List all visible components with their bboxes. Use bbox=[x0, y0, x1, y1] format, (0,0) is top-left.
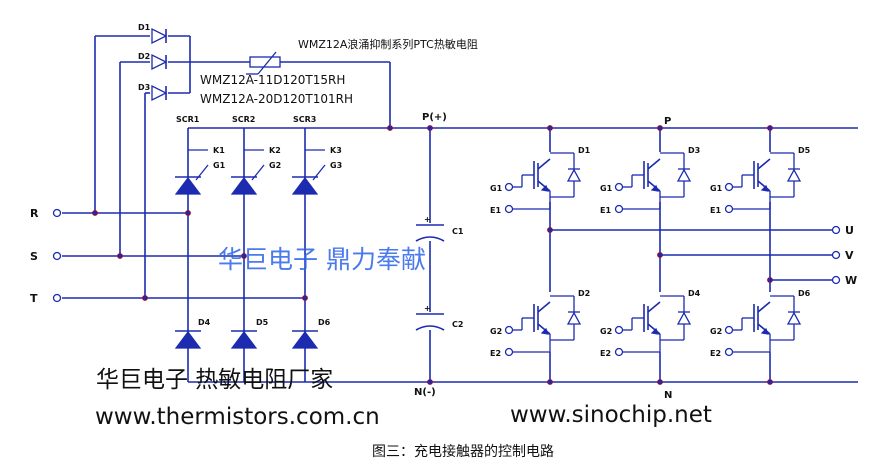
capacitor-c2: + C2 bbox=[415, 304, 463, 331]
rectifier-diode-label: D4 bbox=[198, 318, 211, 327]
input-diode-label: D3 bbox=[138, 83, 150, 92]
dc-link: P(+) N(-) bbox=[414, 112, 447, 398]
phase-label-s: S bbox=[30, 250, 38, 263]
rectifier-diode-label: D6 bbox=[318, 318, 331, 327]
watermark-text: 华巨电子 鼎力奉献 bbox=[218, 245, 426, 274]
input-diode-d2: D2 bbox=[138, 52, 168, 71]
precharge-branch bbox=[94, 35, 391, 298]
input-diode-label: D2 bbox=[138, 52, 150, 61]
emitter-label: E1 bbox=[600, 206, 611, 215]
k-label: K2 bbox=[269, 146, 281, 155]
svg-text:+: + bbox=[424, 304, 431, 313]
emitter-label: E1 bbox=[710, 206, 721, 215]
capacitor-label: C2 bbox=[452, 320, 463, 329]
rectifier-diode-label: D5 bbox=[256, 318, 269, 327]
antiparallel-diode-label: D1 bbox=[578, 146, 591, 155]
antiparallel-diode-label: D6 bbox=[798, 289, 811, 298]
k-label: K1 bbox=[213, 146, 225, 155]
emitter-label: E1 bbox=[490, 206, 501, 215]
phase-terminals: R S T bbox=[30, 207, 62, 305]
capacitor-c1: + C1 bbox=[415, 215, 464, 242]
antiparallel-diode-label: D2 bbox=[578, 289, 590, 298]
gate-label: G2 bbox=[600, 327, 612, 336]
scr-label: SCR2 bbox=[232, 115, 255, 124]
emitter-label: E2 bbox=[600, 349, 611, 358]
bus-positive-label: P(+) bbox=[422, 112, 447, 123]
output-label-v: V bbox=[845, 249, 854, 262]
g-label: G1 bbox=[213, 161, 226, 170]
input-diode-label: D1 bbox=[138, 23, 151, 32]
scr-1: SCR1 K1 G1 bbox=[174, 115, 226, 195]
footer-url-thermistors: www.thermistors.com.cn bbox=[95, 404, 380, 430]
rectifier-diode-d4: D4 bbox=[174, 318, 211, 349]
ptc-series-title: WMZ12A浪涌抑制系列PTC热敏电阻 bbox=[298, 38, 478, 51]
scr-2: SCR2 K2 G2 bbox=[230, 115, 281, 195]
rectifier-diode-d6: D6 bbox=[291, 318, 331, 349]
scr-label: SCR1 bbox=[176, 115, 200, 124]
k-label: K3 bbox=[330, 146, 342, 155]
gate-label: G2 bbox=[710, 327, 722, 336]
emitter-label: E2 bbox=[490, 349, 501, 358]
gate-label: G2 bbox=[490, 327, 502, 336]
gate-label: G1 bbox=[490, 184, 503, 193]
g-label: G2 bbox=[269, 161, 281, 170]
footer-url-sinochip: www.sinochip.net bbox=[510, 402, 712, 428]
bus-negative-label: N(-) bbox=[414, 387, 436, 398]
g-label: G3 bbox=[330, 161, 342, 170]
phase-label-r: R bbox=[30, 207, 39, 220]
inverter-p-label: P bbox=[664, 116, 671, 127]
output-label-u: U bbox=[845, 224, 854, 237]
scr-3: SCR3 K3 G3 bbox=[291, 115, 342, 195]
antiparallel-diode-label: D5 bbox=[798, 146, 811, 155]
input-diode-d3: D3 bbox=[138, 83, 168, 102]
rectifier-diode-d5: D5 bbox=[230, 318, 269, 349]
inverter-labels: P N bbox=[664, 116, 672, 401]
ptc-model-1: WMZ12A-11D120T15RH bbox=[200, 73, 345, 87]
antiparallel-diode-label: D3 bbox=[688, 146, 700, 155]
input-diode-d1: D1 bbox=[138, 23, 168, 45]
scr-label: SCR3 bbox=[293, 115, 316, 124]
rectifier-junctions bbox=[92, 125, 433, 385]
phase-label-t: T bbox=[30, 292, 38, 305]
figure-caption: 图三：充电接触器的控制电路 bbox=[372, 444, 554, 460]
ac-input-lines bbox=[62, 212, 305, 299]
ptc-thermistor: WMZ12A-11D120T15RH WMZ12A-20D120T101RH bbox=[200, 51, 353, 106]
inverter-n-label: N bbox=[664, 390, 672, 401]
ptc-model-2: WMZ12A-20D120T101RH bbox=[200, 92, 353, 106]
output-label-w: W bbox=[845, 274, 857, 287]
inverter-outputs: U V W bbox=[550, 224, 857, 287]
footer-company: 华巨电子 热敏电阻厂家 bbox=[96, 367, 334, 393]
svg-text:+: + bbox=[424, 215, 431, 224]
emitter-label: E2 bbox=[710, 349, 721, 358]
capacitor-label: C1 bbox=[452, 227, 464, 236]
gate-label: G1 bbox=[600, 184, 613, 193]
antiparallel-diode-label: D4 bbox=[688, 289, 701, 298]
gate-label: G1 bbox=[710, 184, 723, 193]
